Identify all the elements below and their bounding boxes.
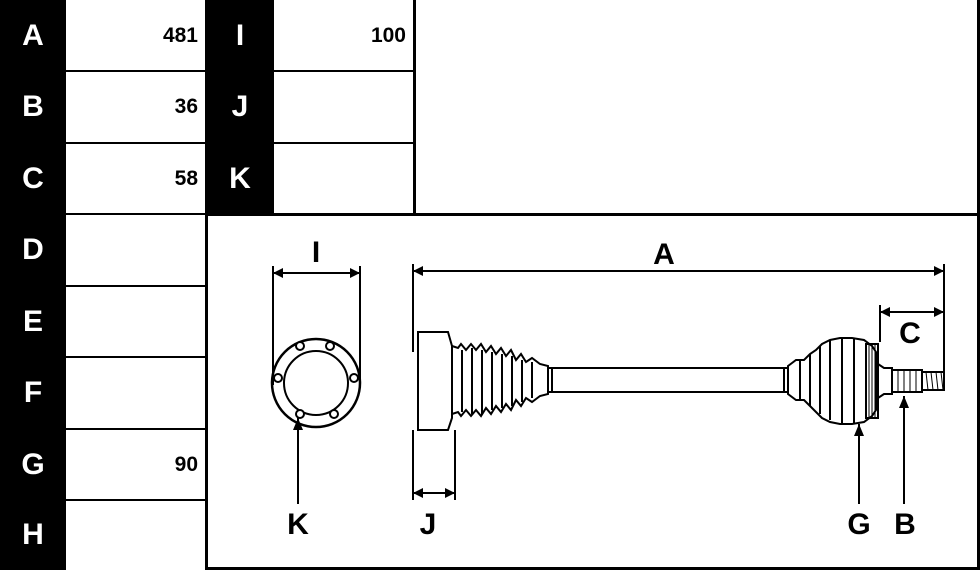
row-label-b: B xyxy=(0,71,66,143)
diagram-label-a: A xyxy=(653,238,675,271)
row-value-a: 481 xyxy=(66,0,206,71)
row-label-e: E xyxy=(0,286,66,357)
grid-line xyxy=(205,0,208,570)
diagram-label-b: B xyxy=(894,508,916,541)
row-value-i: 100 xyxy=(274,0,414,71)
row-label-i: I xyxy=(206,0,274,71)
grid-line xyxy=(413,0,416,214)
row-label-c: C xyxy=(0,143,66,214)
grid-line xyxy=(274,142,414,144)
grid-line xyxy=(66,428,206,430)
row-value-g: 90 xyxy=(66,429,206,500)
row-value-d xyxy=(66,214,206,286)
row-label-f: F xyxy=(0,357,66,429)
grid-line xyxy=(66,356,206,358)
row-label-h: H xyxy=(0,500,66,570)
row-value-f xyxy=(66,357,206,429)
grid-line xyxy=(206,213,980,216)
row-label-j: J xyxy=(206,71,274,143)
grid-line xyxy=(66,142,206,144)
diagram-label-j: J xyxy=(420,508,437,541)
grid-line xyxy=(274,70,414,72)
grid-line xyxy=(66,70,206,72)
grid-line xyxy=(66,285,206,287)
row-value-b: 36 xyxy=(66,71,206,143)
row-value-e xyxy=(66,286,206,357)
diagram-label-g: G xyxy=(847,508,870,541)
row-label-d: D xyxy=(0,214,66,286)
diagram-label-k: K xyxy=(287,508,309,541)
grid-line xyxy=(66,499,206,501)
diagram-label-c: C xyxy=(899,317,921,350)
row-value-k xyxy=(274,143,414,214)
row-label-a: A xyxy=(0,0,66,71)
grid-line xyxy=(206,567,980,570)
diagram-label-i: I xyxy=(312,236,320,269)
grid-line xyxy=(66,213,206,215)
drive-shaft-diagram: I A C K J G B xyxy=(270,236,945,541)
row-value-j xyxy=(274,71,414,143)
row-label-k: K xyxy=(206,143,274,214)
row-label-g: G xyxy=(0,429,66,500)
grid-line xyxy=(977,0,980,570)
row-value-h xyxy=(66,500,206,570)
row-value-c: 58 xyxy=(66,143,206,214)
